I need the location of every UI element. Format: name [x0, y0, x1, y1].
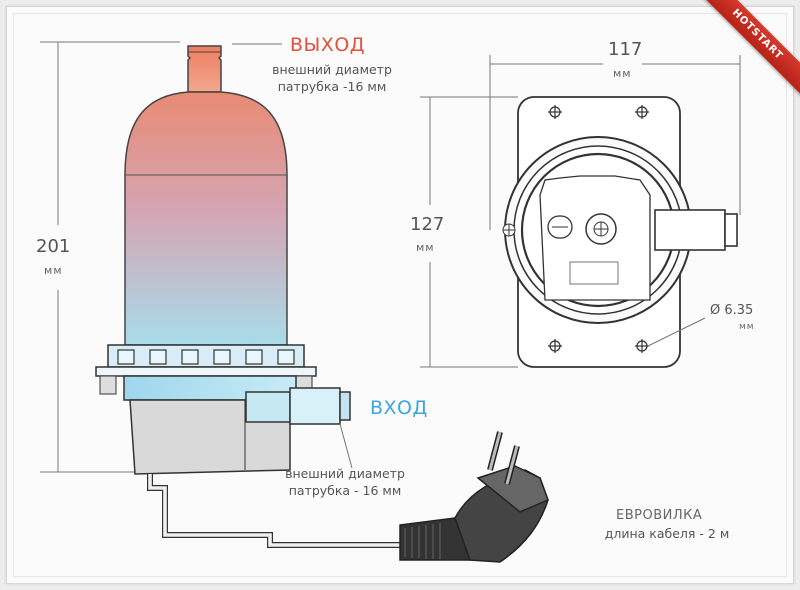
outlet-desc-line1: внешний диаметр — [272, 62, 392, 77]
dim-depth-unit: мм — [416, 241, 435, 254]
drawing-inner-border — [13, 13, 787, 577]
dim-top-lines — [420, 55, 741, 368]
inlet-leader — [339, 423, 353, 469]
dim-depth-value: 127 — [410, 214, 445, 235]
euro-plug — [399, 431, 549, 563]
brand-ribbon: HOTSTART — [696, 0, 800, 96]
inlet-desc-line2: патрубка - 16 мм — [288, 483, 402, 498]
dim-hole-unit: мм — [739, 322, 755, 332]
tank-body — [124, 91, 288, 346]
heater-top-view — [502, 96, 738, 368]
inlet-description: внешний диаметр патрубка - 16 мм — [275, 465, 415, 499]
inlet-title: ВХОД — [370, 397, 428, 419]
outlet-pipe — [187, 45, 222, 93]
brand-ribbon-wrap: HOTSTART — [690, 0, 800, 110]
outlet-desc-line2: патрубка -16 мм — [277, 79, 387, 94]
dim-height-value: 201 — [36, 236, 71, 257]
heater-front-view — [95, 45, 549, 563]
dim-height-unit: мм — [44, 264, 63, 277]
label-plate — [569, 261, 619, 285]
plug-title: ЕВРОВИЛКА — [616, 508, 703, 523]
inlet-pipe — [289, 387, 341, 425]
flange — [107, 344, 305, 368]
dim-width-unit: мм — [613, 67, 632, 80]
inlet-desc-line1: внешний диаметр — [285, 466, 405, 481]
plug-cable-length: длина кабеля - 2 м — [604, 526, 730, 541]
inlet-pipe-housing — [245, 391, 291, 423]
dim-hole-value: Ø 6.35 — [710, 303, 754, 318]
outlet-title: ВЫХОД — [290, 34, 366, 56]
outlet-description: внешний диаметр патрубка -16 мм — [262, 61, 402, 95]
dim-width-value: 117 — [608, 39, 643, 60]
mount-plate — [95, 366, 317, 377]
dim-height-lines — [40, 41, 180, 473]
mount-bolt-left — [99, 375, 117, 395]
side-pipe — [654, 209, 726, 251]
